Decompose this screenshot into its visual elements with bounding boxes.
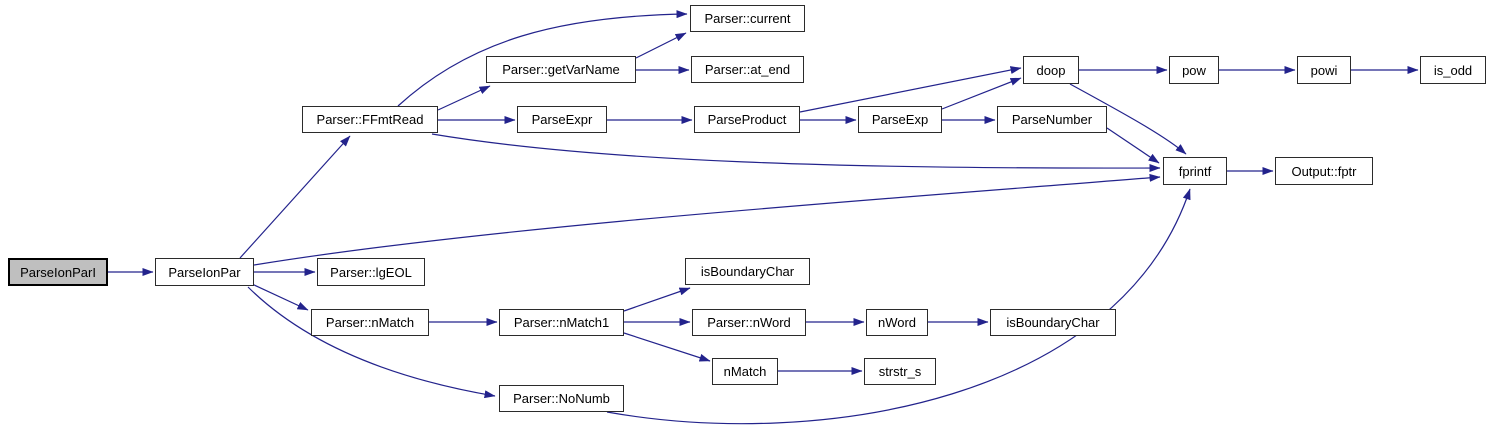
node-nMatchG[interactable]: nMatch	[712, 358, 778, 385]
node-isOdd[interactable]: is_odd	[1420, 56, 1486, 84]
edge-parseExp--doop	[941, 77, 1022, 110]
node-parseProduct[interactable]: ParseProduct	[694, 106, 800, 133]
node-parseExp[interactable]: ParseExp	[858, 106, 942, 133]
edge-parseIonPar--fprintf	[253, 173, 1161, 266]
node-atEnd[interactable]: Parser::at_end	[691, 56, 804, 83]
node-nWordP[interactable]: Parser::nWord	[692, 309, 806, 336]
edge-parseProduct--doop	[799, 66, 1022, 113]
node-strstrS[interactable]: strstr_s	[864, 358, 936, 385]
node-doop[interactable]: doop	[1023, 56, 1079, 84]
node-outputFptr[interactable]: Output::fptr	[1275, 157, 1373, 185]
edge-ffmtRead--current	[397, 10, 688, 107]
node-nWordG[interactable]: nWord	[866, 309, 928, 336]
edge-parseIonPar--ffmtRead	[239, 135, 351, 259]
node-getVarName[interactable]: Parser::getVarName	[486, 56, 636, 83]
node-parseExpr[interactable]: ParseExpr	[517, 106, 607, 133]
edge-nMatch1--nMatchG	[623, 332, 711, 362]
node-nMatchP[interactable]: Parser::nMatch	[311, 309, 429, 336]
edge-ffmtRead--getVarName	[437, 85, 491, 111]
node-pow[interactable]: pow	[1169, 56, 1219, 84]
node-ffmtRead[interactable]: Parser::FFmtRead	[302, 106, 438, 133]
edge-nMatch1--isBoundaryChar1	[623, 287, 691, 312]
edge-parseNumber--fprintf	[1106, 127, 1160, 164]
node-fprintf[interactable]: fprintf	[1163, 157, 1227, 185]
node-nMatch1[interactable]: Parser::nMatch1	[499, 309, 624, 336]
node-isBoundaryChar2[interactable]: isBoundaryChar	[990, 309, 1116, 336]
edge-ffmtRead--fprintf	[431, 133, 1161, 173]
edge-parseIonPar--nMatchP	[251, 283, 309, 311]
edge-getVarName--current	[635, 32, 687, 59]
node-parseIonPar[interactable]: ParseIonPar	[155, 258, 254, 286]
edge-parseIonPar--noNumb	[247, 286, 496, 399]
node-lgEOL[interactable]: Parser::lgEOL	[317, 258, 425, 286]
node-noNumb[interactable]: Parser::NoNumb	[499, 385, 624, 412]
node-powi[interactable]: powi	[1297, 56, 1351, 84]
edge-doop--fprintf	[1069, 83, 1187, 155]
node-parseIonParI[interactable]: ParseIonParI	[8, 258, 108, 286]
edge-noNumb--fprintf	[606, 188, 1191, 425]
node-parseNumber[interactable]: ParseNumber	[997, 106, 1107, 133]
node-isBoundaryChar1[interactable]: isBoundaryChar	[685, 258, 810, 285]
node-current[interactable]: Parser::current	[690, 5, 805, 32]
